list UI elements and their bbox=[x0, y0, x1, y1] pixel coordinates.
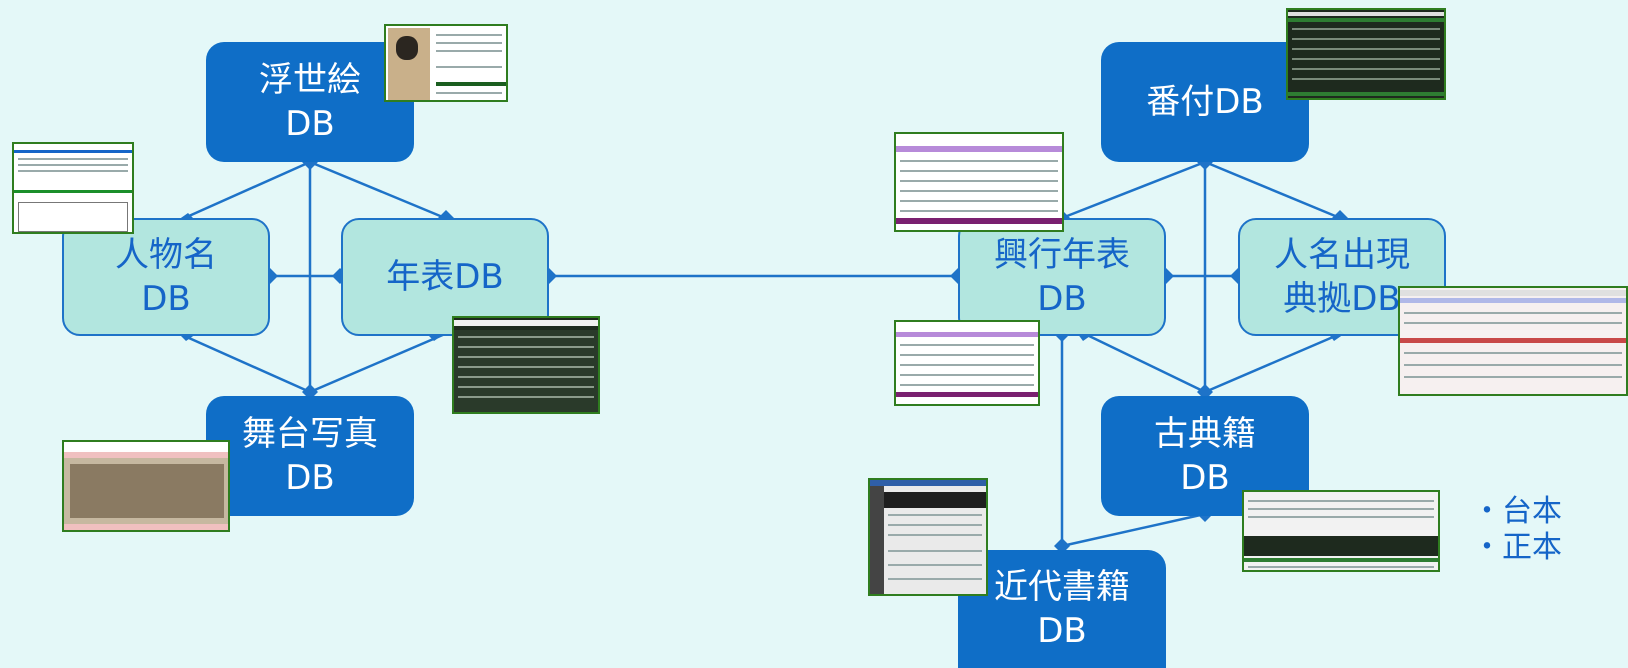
note-shohon: ・正本 bbox=[1472, 530, 1562, 565]
koten-screenshot-thumbnail bbox=[1242, 490, 1440, 572]
node-ukiyoe-line1: 浮世絵 bbox=[259, 60, 361, 100]
node-kogyo-line1: 興行年表 bbox=[994, 235, 1130, 275]
node-ukiyoe-db[interactable]: 浮世絵 DB bbox=[206, 42, 414, 162]
node-nenpyo-line1: 年表DB bbox=[386, 257, 504, 297]
node-banzuke-line1: 番付DB bbox=[1146, 82, 1264, 122]
node-kindai-line2: DB bbox=[1037, 611, 1087, 651]
node-kogyo-db[interactable]: 興行年表 DB bbox=[958, 218, 1166, 336]
kogyo-screenshot-thumbnail-1 bbox=[894, 132, 1064, 232]
node-koten-db[interactable]: 古典籍 DB bbox=[1101, 396, 1309, 516]
node-jinbutsu-line2: DB bbox=[141, 279, 191, 319]
nenpyo-screenshot-thumbnail bbox=[452, 316, 600, 414]
ukiyoe-screenshot-thumbnail bbox=[384, 24, 508, 102]
note-daihon: ・台本 bbox=[1472, 494, 1562, 529]
node-kogyo-line2: DB bbox=[1037, 279, 1087, 319]
node-jinbutsu-line1: 人物名 bbox=[115, 235, 217, 275]
banzuke-screenshot-thumbnail bbox=[1286, 8, 1446, 100]
node-jinmei-line2: 典拠DB bbox=[1283, 279, 1401, 319]
node-banzuke-db[interactable]: 番付DB bbox=[1101, 42, 1309, 162]
kogyo-screenshot-thumbnail-2 bbox=[894, 320, 1040, 406]
source-notes: ・台本 ・正本 bbox=[1472, 494, 1562, 566]
node-ukiyoe-line2: DB bbox=[285, 104, 335, 144]
jinmei-screenshot-thumbnail bbox=[1398, 286, 1628, 396]
kindai-screenshot-thumbnail bbox=[868, 478, 988, 596]
node-kindai-db[interactable]: 近代書籍 DB bbox=[958, 550, 1166, 668]
node-jinbutsu-db[interactable]: 人物名 DB bbox=[62, 218, 270, 336]
node-butai-db[interactable]: 舞台写真 DB bbox=[206, 396, 414, 516]
node-koten-line2: DB bbox=[1180, 458, 1230, 498]
jinbutsu-screenshot-thumbnail bbox=[12, 142, 134, 234]
node-koten-line1: 古典籍 bbox=[1154, 414, 1256, 454]
node-butai-line2: DB bbox=[285, 458, 335, 498]
butai-screenshot-thumbnail bbox=[62, 440, 230, 532]
node-kindai-line1: 近代書籍 bbox=[994, 567, 1130, 607]
node-butai-line1: 舞台写真 bbox=[242, 414, 378, 454]
node-jinmei-line1: 人名出現 bbox=[1274, 235, 1410, 275]
